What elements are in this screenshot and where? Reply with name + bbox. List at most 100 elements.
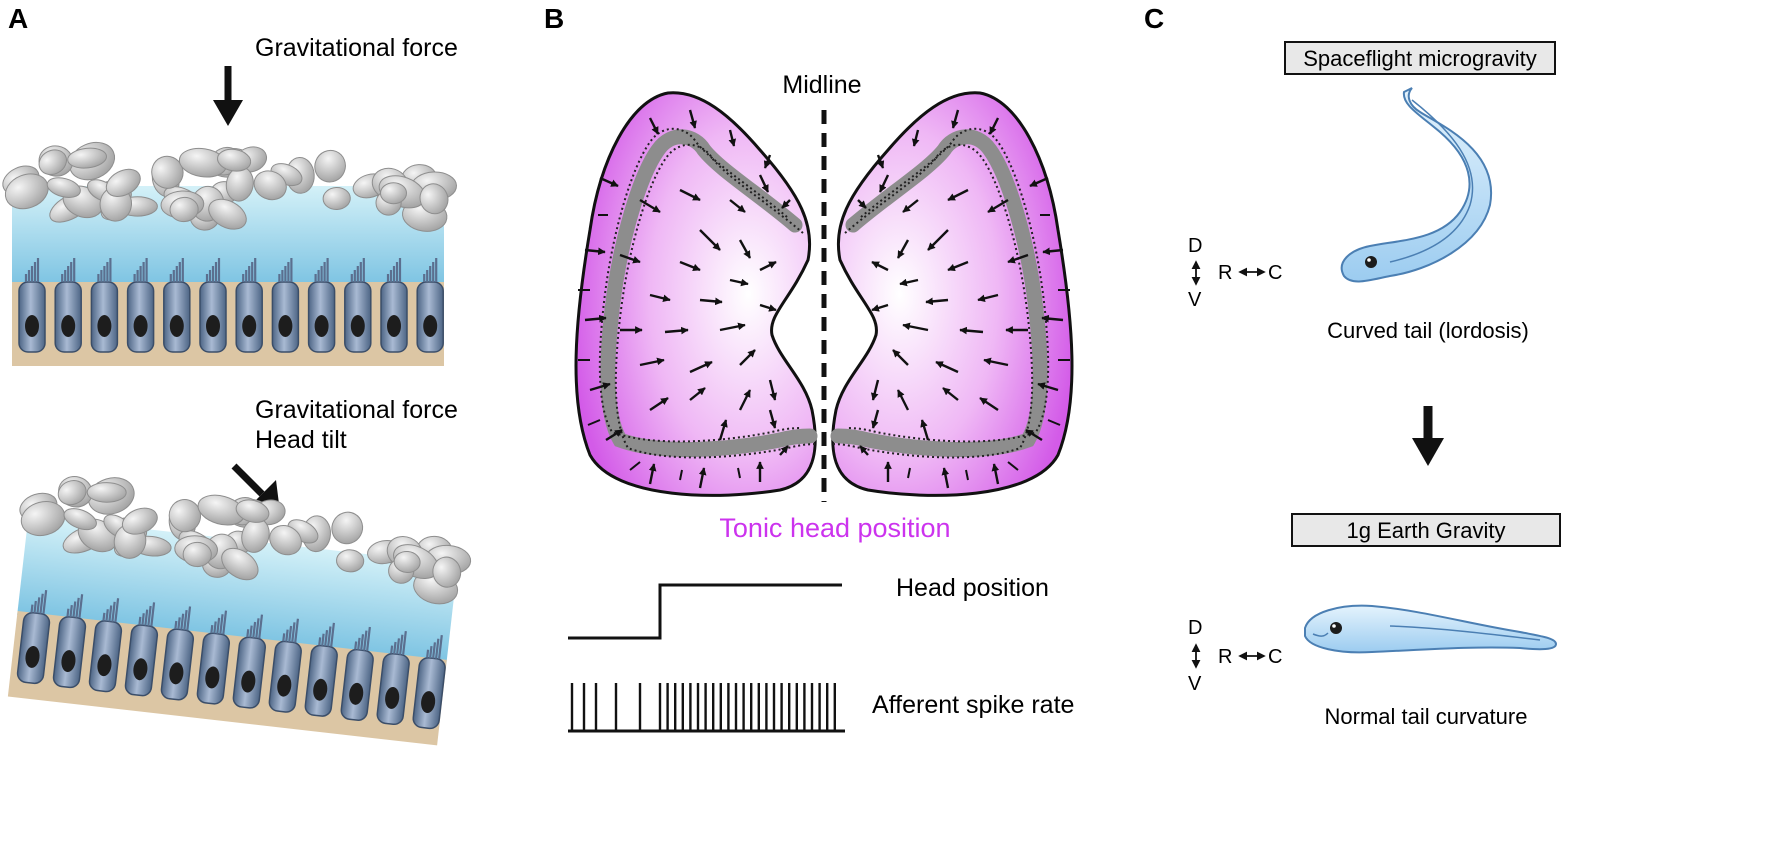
tonic-head-position-caption: Tonic head position <box>719 513 950 543</box>
hair-cell <box>376 630 410 726</box>
polarity-arrow <box>639 198 661 214</box>
right-macula <box>829 91 1074 497</box>
afferent-spike-label: Afferent spike rate <box>872 691 1074 719</box>
polarity-arrow <box>959 326 984 335</box>
polarity-arrow <box>584 314 607 323</box>
left-macula <box>574 91 819 497</box>
panel-c: C Spaceflight microgravity D V R C Curve… <box>1144 3 1561 729</box>
polarity-arrow <box>649 397 669 411</box>
polarity-arrow <box>689 387 706 401</box>
polarity-arrow <box>738 389 752 411</box>
polarity-arrow <box>648 463 657 485</box>
otoconia-layer <box>2 141 457 232</box>
hair-cell <box>416 258 444 353</box>
polarity-arrow <box>649 293 671 303</box>
polarity-arrow <box>688 109 697 129</box>
otoconium <box>121 507 158 535</box>
otoconium <box>253 170 287 201</box>
polarity-arrow <box>698 467 707 489</box>
polarity-arrow <box>871 260 889 272</box>
polarity-arrow <box>719 322 746 332</box>
polarity-arrow <box>768 379 778 401</box>
polarity-arrow <box>728 129 737 147</box>
otoconium <box>63 508 97 531</box>
polarity-arrow <box>1007 253 1029 264</box>
otoconium <box>46 177 81 198</box>
axis-r-label: R <box>1218 262 1232 284</box>
polarity-arrow <box>987 198 1009 214</box>
axis-r-label-lower: R <box>1218 646 1232 668</box>
otoconium <box>393 550 421 574</box>
left-polarity-arrows <box>578 109 791 489</box>
polarity-arrow <box>664 326 689 335</box>
polarity-arrow <box>738 239 752 259</box>
otoconium <box>67 147 108 169</box>
otoconium <box>269 525 302 556</box>
panel-a-letter: A <box>8 3 28 34</box>
hair-cell <box>199 258 227 353</box>
otoconium <box>419 183 449 215</box>
polarity-arrow <box>639 357 665 367</box>
polarity-arrow <box>718 419 728 441</box>
polarity-arrow <box>758 174 770 193</box>
otoconium <box>105 168 141 197</box>
polarity-arrow <box>759 260 777 272</box>
head-position-trace <box>568 583 842 640</box>
hair-cell <box>380 258 408 353</box>
axis-v-label-lower: V <box>1188 673 1202 695</box>
otoconium <box>208 198 247 230</box>
otoconium <box>331 511 364 545</box>
polarity-arrow <box>941 467 950 489</box>
hair-cell <box>271 258 300 353</box>
polarity-arrow <box>781 199 791 209</box>
polarity-arrow <box>1037 382 1059 392</box>
axis-v-label: V <box>1188 289 1202 311</box>
hair-cell <box>52 594 87 689</box>
orientation-axes-icon: D V R C <box>1188 235 1282 311</box>
hair-cell <box>163 258 191 353</box>
polarity-arrow <box>759 303 777 312</box>
otoconium <box>38 149 67 175</box>
otolith-epithelium-upright <box>2 141 457 366</box>
polarity-arrow <box>584 247 606 256</box>
earth-gravity-box <box>1291 513 1561 547</box>
polarity-arrow <box>942 387 959 401</box>
otoconia-layer-tilted <box>19 476 472 605</box>
afferent-spike-train <box>570 683 836 731</box>
orientation-axes-icon-lower: D V R C <box>1188 617 1282 695</box>
hair-cell <box>88 598 123 693</box>
hair-cell-row <box>18 258 444 353</box>
hair-cell <box>232 614 266 709</box>
normal-tail-larva <box>1304 604 1558 654</box>
hair-cell <box>16 589 51 685</box>
axis-c-label-lower: C <box>1268 646 1282 668</box>
polarity-arrow <box>988 117 1000 135</box>
polarity-arrow <box>991 463 1000 485</box>
otoconium <box>336 549 365 573</box>
polarity-arrow <box>699 297 723 306</box>
right-polarity-arrows <box>857 109 1070 489</box>
microgravity-label: Spaceflight microgravity <box>1303 46 1537 71</box>
panel-b-letter: B <box>544 3 564 34</box>
otoconium <box>221 547 259 581</box>
curved-tail-larva <box>1340 87 1493 283</box>
hair-cell <box>196 610 231 705</box>
transition-arrow-icon <box>1412 406 1444 466</box>
hair-cell <box>304 622 338 717</box>
polarity-arrow <box>899 278 919 287</box>
polarity-arrow <box>679 188 701 202</box>
polarity-arrow <box>768 409 777 429</box>
polarity-arrow <box>589 382 611 392</box>
polarity-arrow <box>605 428 623 442</box>
polarity-arrow <box>871 303 889 312</box>
polarity-arrow <box>619 253 641 264</box>
polarity-arrow <box>896 389 910 411</box>
polarity-arrow <box>902 322 929 332</box>
head-position-label: Head position <box>896 574 1049 602</box>
polarity-arrow <box>951 109 960 129</box>
polarity-arrow <box>689 360 713 374</box>
hair-cell <box>268 618 302 713</box>
polarity-arrow <box>977 293 999 303</box>
microgravity-box <box>1284 41 1556 75</box>
